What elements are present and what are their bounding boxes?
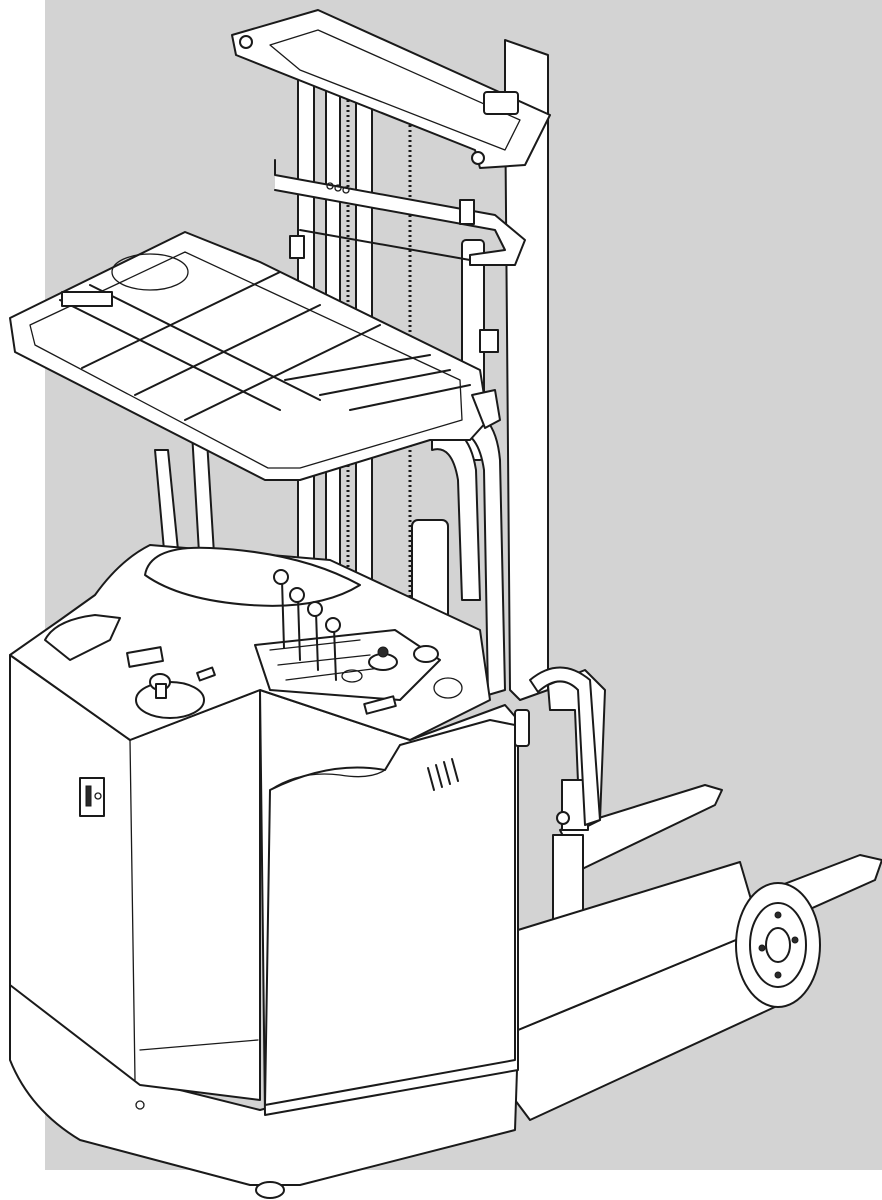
straddle-wheel-hub [765, 927, 791, 963]
guard-mirror-bracket [471, 389, 501, 429]
wheel-bolt-1 [774, 911, 782, 919]
straddle-leg-edge [517, 929, 761, 1031]
vent-4 [451, 758, 459, 782]
lever-2-shaft [297, 597, 301, 661]
straddle-leg [514, 861, 821, 1121]
guard-slat-3 [81, 271, 281, 369]
top-frame-bolt-2 [334, 184, 342, 192]
control-deck [9, 544, 601, 826]
deck-grip [363, 695, 397, 715]
deck-dial [413, 645, 439, 663]
guard-slat-2 [89, 284, 321, 401]
mast-cross-bar-mid [299, 229, 471, 261]
guard-slat-5 [184, 324, 381, 421]
guard-slat-6 [284, 354, 431, 381]
operator-well [144, 546, 361, 607]
battery-edge-2 [139, 1039, 259, 1051]
wheel-bolt-2 [791, 936, 799, 944]
lever-4-shaft [333, 627, 337, 681]
guard-handle [61, 291, 113, 307]
lever-3-shaft [315, 611, 319, 671]
guard-slat-4 [134, 304, 321, 396]
mast-bracket-2 [479, 329, 499, 353]
top-frame-hole-left [239, 35, 253, 49]
joystick-panel [254, 629, 441, 701]
key-switch [85, 785, 92, 807]
top-frame-clamp [483, 91, 519, 115]
truck-body [9, 654, 519, 1199]
top-frame-outer [231, 9, 551, 169]
guard-frame-inner-edge [29, 251, 463, 469]
armrest-pad [44, 614, 121, 661]
top-frame-hole-right [471, 151, 485, 165]
armrest-button [126, 646, 164, 668]
cowl-front-curve [269, 769, 386, 791]
wheel-bolt-3 [774, 971, 782, 979]
vent-1 [427, 767, 435, 791]
mast-guard-bar [529, 666, 601, 826]
carriage-knob [556, 811, 570, 825]
steering-knob-base [135, 681, 205, 719]
lever-3-knob [307, 601, 323, 617]
overhead-guard [9, 231, 506, 696]
body-lower-skirt [9, 974, 519, 1186]
deck-round-button [341, 669, 363, 683]
mast-cross-bar-upper [274, 159, 526, 266]
joystick-top [377, 646, 389, 658]
battery-edge [129, 739, 136, 1081]
top-frame-bolts [326, 182, 334, 190]
mast-bracket-1 [459, 199, 475, 225]
deck-switch [196, 666, 216, 682]
lever-1-shaft [281, 579, 285, 649]
body-bolt-hole [135, 1100, 145, 1110]
vent-2 [435, 764, 443, 788]
key-switch-panel [79, 777, 105, 817]
side-handle [514, 709, 530, 747]
rear-caster-wheel [255, 1181, 285, 1199]
mast-outer-rail [504, 39, 549, 701]
top-frame-bolt-3 [342, 186, 350, 194]
guard-frame [9, 231, 489, 481]
mast-bracket-3 [289, 235, 305, 259]
wheel-bolt-4 [758, 944, 766, 952]
joystick-panel-slots [269, 639, 381, 681]
guard-slat-8 [349, 384, 471, 411]
top-frame-inner [269, 29, 521, 151]
deck-cupholder [433, 677, 463, 699]
key-switch-dot [94, 792, 102, 800]
lever-4-knob [325, 617, 341, 633]
steering-knob-stem [155, 683, 167, 699]
lever-2-knob [289, 587, 305, 603]
cowl-front-panel [264, 719, 516, 1106]
lever-1-knob [273, 569, 289, 585]
guard-seat-hole [111, 253, 189, 291]
mast-top-frame [231, 9, 551, 194]
vent-3 [443, 761, 451, 785]
guard-slat-7 [319, 369, 451, 396]
